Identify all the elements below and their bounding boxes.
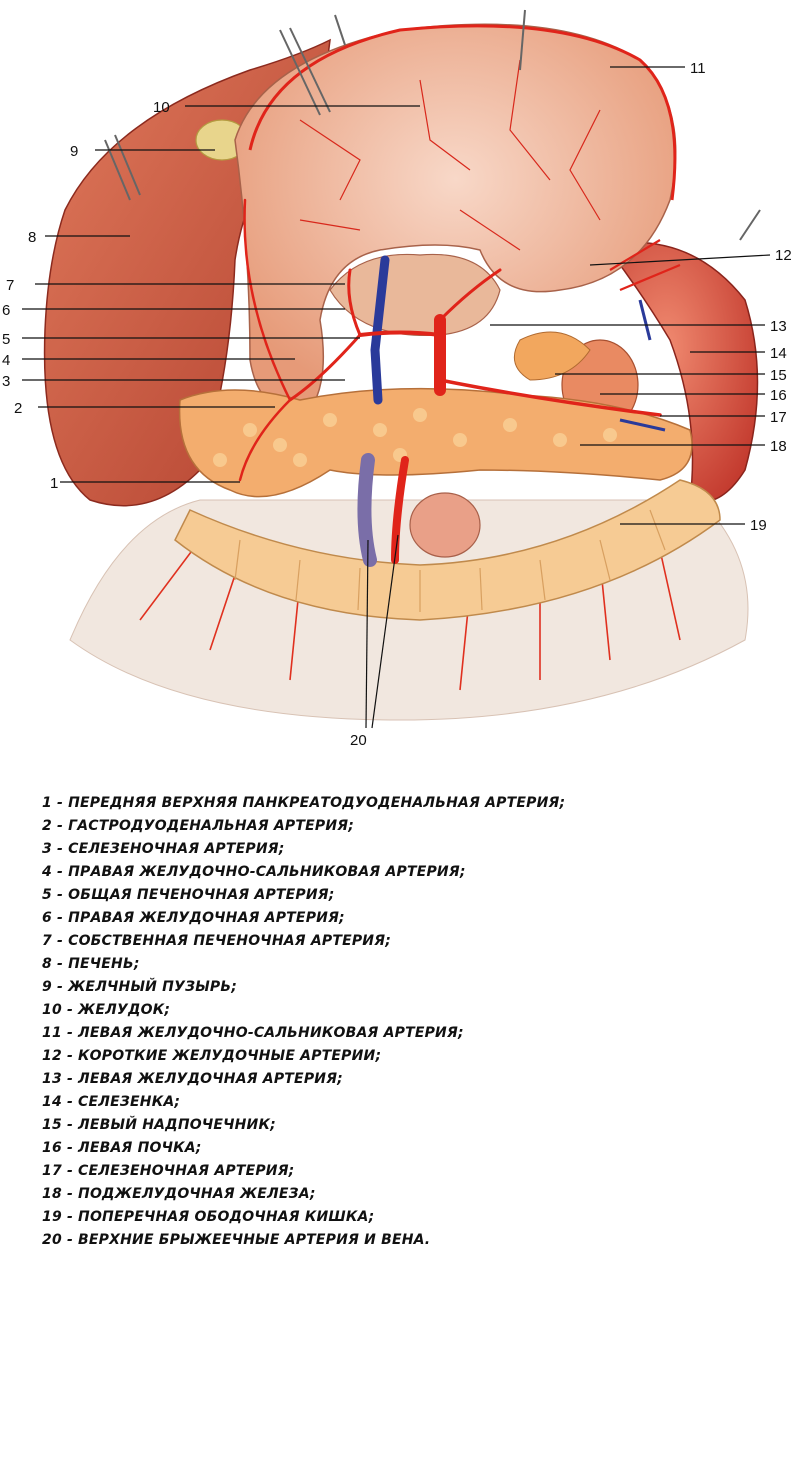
sup-mesenteric-vein [357, 453, 377, 567]
legend-item: 18 - ПОДЖЕЛУДОЧНАЯ ЖЕЛЕЗА; [42, 1186, 316, 1202]
label-6: 6 [2, 302, 10, 319]
label-20: 20 [350, 732, 367, 749]
label-19: 19 [750, 517, 767, 534]
legend-item: 8 - ПЕЧЕНЬ; [42, 956, 140, 972]
label-12: 12 [775, 247, 792, 264]
label-11: 11 [690, 60, 706, 77]
label-9: 9 [70, 143, 78, 160]
pancreas-lobules [213, 408, 617, 467]
arteries [238, 198, 662, 564]
legend-item: 12 - КОРОТКИЕ ЖЕЛУДОЧНЫЕ АРТЕРИИ; [42, 1048, 382, 1064]
label-5: 5 [2, 331, 10, 348]
pancreas [178, 387, 693, 498]
legend-item: 4 - ПРАВАЯ ЖЕЛУДОЧНО-САЛЬНИКОВАЯ АРТЕРИЯ… [42, 864, 466, 880]
legend-item: 6 - ПРАВАЯ ЖЕЛУДОЧНАЯ АРТЕРИЯ; [42, 910, 345, 926]
label-8: 8 [28, 229, 36, 246]
label-13: 13 [770, 318, 787, 335]
anatomy-illustration: 1 2 3 4 5 6 7 8 9 10 11 12 13 14 15 16 1… [2, 9, 792, 749]
legend-item: 19 - ПОПЕРЕЧНАЯ ОБОДОЧНАЯ КИШКА; [42, 1209, 375, 1225]
short-gastric-arteries [609, 239, 681, 292]
proper-hepatic-artery [347, 268, 362, 337]
legend-item: 17 - СЕЛЕЗЕНОЧНАЯ АРТЕРИЯ; [42, 1163, 295, 1179]
pancreaticoduodenal-artery [238, 398, 292, 482]
transverse-colon [174, 479, 721, 621]
legend-list: 1 - ПЕРЕДНЯЯ ВЕРХНЯЯ ПАНКРЕАТОДУОДЕНАЛЬН… [42, 792, 782, 1252]
leader-lines [22, 66, 771, 729]
legend-item: 7 - СОБСТВЕННАЯ ПЕЧЕНОЧНАЯ АРТЕРИЯ; [42, 933, 391, 949]
label-2: 2 [14, 400, 22, 417]
portal-vein [370, 255, 390, 405]
legend-item: 10 - ЖЕЛУДОК; [42, 1002, 171, 1018]
left-gastric-artery [438, 268, 502, 322]
legend-item: 1 - ПЕРЕДНЯЯ ВЕРХНЯЯ ПАНКРЕАТОДУОДЕНАЛЬН… [42, 795, 566, 811]
label-7: 7 [6, 277, 14, 294]
legend-item: 3 - СЕЛЕЗЕНОЧНАЯ АРТЕРИЯ; [42, 841, 285, 857]
label-4: 4 [2, 352, 10, 369]
surgical-retractors [104, 9, 761, 241]
legend-item: 5 - ОБЩАЯ ПЕЧЕНОЧНАЯ АРТЕРИЯ; [42, 887, 335, 903]
common-hepatic-artery [358, 330, 442, 337]
legend-item: 15 - ЛЕВЫЙ НАДПОЧЕЧНИК; [42, 1117, 276, 1133]
legend-item: 14 - СЕЛЕЗЕНКА; [42, 1094, 181, 1110]
left-adrenal [513, 331, 591, 381]
label-15: 15 [770, 367, 787, 384]
label-3: 3 [2, 373, 10, 390]
stomach-vessels [299, 59, 601, 251]
legend-item: 20 - ВЕРХНИЕ БРЫЖЕЕЧНЫЕ АРТЕРИЯ И ВЕНА. [42, 1232, 431, 1248]
label-16: 16 [770, 387, 787, 404]
gastroduodenal-artery [288, 333, 362, 402]
label-10: 10 [153, 99, 170, 116]
splenic-vein [619, 299, 666, 432]
legend-item: 16 - ЛЕВАЯ ПОЧКА; [42, 1140, 202, 1156]
colon-haustra [234, 509, 666, 612]
splenic-artery [438, 378, 662, 417]
label-1: 1 [50, 475, 58, 492]
label-14: 14 [770, 345, 787, 362]
legend-item: 2 - ГАСТРОДУОДЕНАЛЬНАЯ АРТЕРИЯ; [42, 818, 355, 834]
jejunum-loop [409, 492, 481, 558]
left-gastroepiploic-artery [248, 24, 677, 201]
right-gastroepiploic-artery [243, 198, 292, 402]
legend-item: 9 - ЖЕЛЧНЫЙ ПУЗЫРЬ; [42, 979, 238, 995]
legend-item: 13 - ЛЕВАЯ ЖЕЛУДОЧНАЯ АРТЕРИЯ; [42, 1071, 343, 1087]
label-18: 18 [770, 438, 787, 455]
label-17: 17 [770, 409, 787, 426]
legend-item: 11 - ЛЕВАЯ ЖЕЛУДОЧНО-САЛЬНИКОВАЯ АРТЕРИЯ… [42, 1025, 464, 1041]
sup-mesenteric-artery [391, 456, 409, 564]
spleen [603, 241, 759, 503]
